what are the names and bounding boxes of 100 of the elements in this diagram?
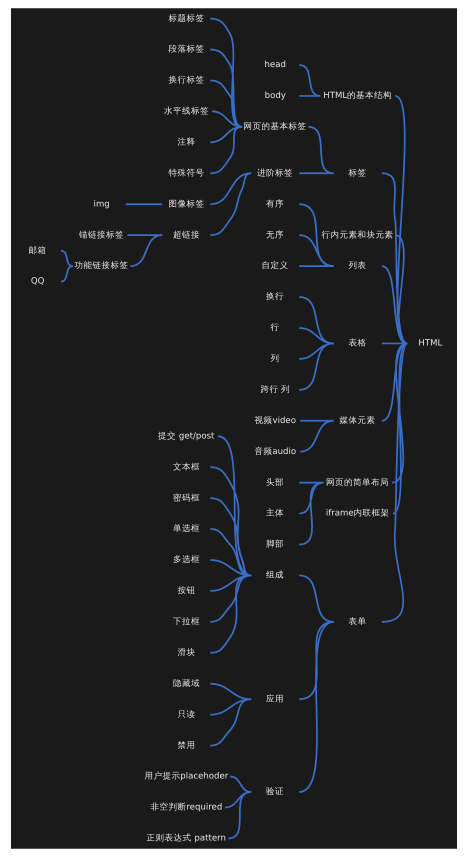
connector xyxy=(210,18,242,128)
node-text: 下拉框 xyxy=(172,617,200,627)
node-text: 行 xyxy=(270,323,280,334)
node-text: 功能链接标签 xyxy=(74,261,128,272)
node-text: 标题标签 xyxy=(168,14,204,24)
node-text: 文本框 xyxy=(172,462,200,472)
node-text: 验证 xyxy=(266,787,284,798)
node-text: 列表 xyxy=(348,261,366,272)
node-text: 提交 get/post xyxy=(158,431,214,442)
connector xyxy=(210,466,251,576)
connector xyxy=(210,126,242,144)
connector xyxy=(298,621,334,793)
node-text: 正则表达式 pattern xyxy=(146,834,226,844)
connector xyxy=(394,95,408,344)
connector xyxy=(298,172,334,174)
node-text: 脚部 xyxy=(266,540,284,550)
node-text: 锚链接标签 xyxy=(78,230,124,240)
connector xyxy=(210,497,251,576)
node-text: HTML的基本结构 xyxy=(322,91,392,102)
connector xyxy=(298,203,334,267)
connector xyxy=(130,234,162,267)
node-text: 非空判断required xyxy=(150,802,222,813)
connector xyxy=(210,126,242,174)
node-text: 有序 xyxy=(266,199,284,210)
node-text: 换行标签 xyxy=(168,76,204,86)
connector xyxy=(298,95,320,97)
node-text: 特殊符号 xyxy=(168,168,204,178)
node-text: 邮箱 xyxy=(28,246,46,256)
node-text: 超链接 xyxy=(172,230,200,240)
node-text: 只读 xyxy=(176,710,195,720)
connector xyxy=(381,342,408,623)
node-text: HTML xyxy=(418,338,442,349)
node-text: 用户提示placehoder xyxy=(144,772,228,782)
connector xyxy=(210,559,251,576)
node-text: 密码框 xyxy=(172,493,200,504)
connector xyxy=(298,621,334,700)
connector xyxy=(298,265,334,267)
connector xyxy=(298,296,334,344)
connector xyxy=(210,574,251,654)
node-text: 音频audio xyxy=(254,446,296,457)
node-text: 跨行 列 xyxy=(260,384,290,395)
node-text: 自定义 xyxy=(261,261,288,272)
connector xyxy=(300,420,334,453)
connector xyxy=(298,482,323,514)
node-text: 组成 xyxy=(266,570,284,581)
node-text: 网页的基本标签 xyxy=(243,122,306,132)
node-text: head xyxy=(264,60,286,70)
connector xyxy=(298,64,320,97)
connector xyxy=(298,342,334,360)
connector xyxy=(210,682,251,700)
node-text: 视频video xyxy=(254,416,296,426)
node-text: 单选框 xyxy=(172,524,200,534)
node-text: 表单 xyxy=(348,617,366,627)
connector xyxy=(298,342,334,391)
node-text: body xyxy=(264,91,286,102)
node-text: iframe内联框架 xyxy=(325,508,390,519)
node-text: 隐藏域 xyxy=(172,678,200,689)
connector xyxy=(381,172,408,344)
node-text: 头部 xyxy=(266,478,284,488)
connector xyxy=(210,528,251,576)
connector xyxy=(210,698,251,746)
connector xyxy=(392,342,408,514)
connector xyxy=(228,791,251,840)
node-text: 网页的简单布局 xyxy=(326,478,389,488)
connector xyxy=(210,172,251,236)
connector xyxy=(60,265,72,282)
node-text: QQ xyxy=(30,276,44,287)
node-text: 媒体元素 xyxy=(339,416,376,426)
node-text: 行内元素和块元素 xyxy=(321,230,394,240)
connector xyxy=(298,327,334,344)
connector xyxy=(381,342,407,422)
connector xyxy=(308,126,334,174)
connector xyxy=(230,776,251,793)
connector xyxy=(212,110,242,128)
node-text: 段落标签 xyxy=(168,44,204,55)
node-text: 滑块 xyxy=(176,648,195,658)
node-text: 图像标签 xyxy=(168,199,204,210)
node-text: 按钮 xyxy=(176,586,195,596)
node-text: 无序 xyxy=(266,230,284,240)
connector xyxy=(298,234,334,267)
node-text: 多选框 xyxy=(172,555,200,566)
node-text: 表格 xyxy=(348,338,366,349)
connector xyxy=(298,574,334,623)
connector xyxy=(210,172,251,206)
node-text: 进阶标签 xyxy=(256,168,293,178)
node-text: 标签 xyxy=(348,168,366,178)
connector xyxy=(381,342,407,344)
node-text: 注释 xyxy=(176,137,195,148)
node-text: 禁用 xyxy=(176,740,195,751)
connector xyxy=(391,342,407,484)
node-text: 主体 xyxy=(266,508,284,519)
node-text: 列 xyxy=(270,354,280,364)
node-text: img xyxy=(93,199,110,210)
connector xyxy=(125,203,162,206)
node-text: 水平线标签 xyxy=(163,106,208,117)
connector xyxy=(381,265,407,344)
connector xyxy=(60,250,73,267)
node-text: 应用 xyxy=(266,694,284,704)
node-text: 换行 xyxy=(266,292,284,302)
connector xyxy=(394,234,407,344)
